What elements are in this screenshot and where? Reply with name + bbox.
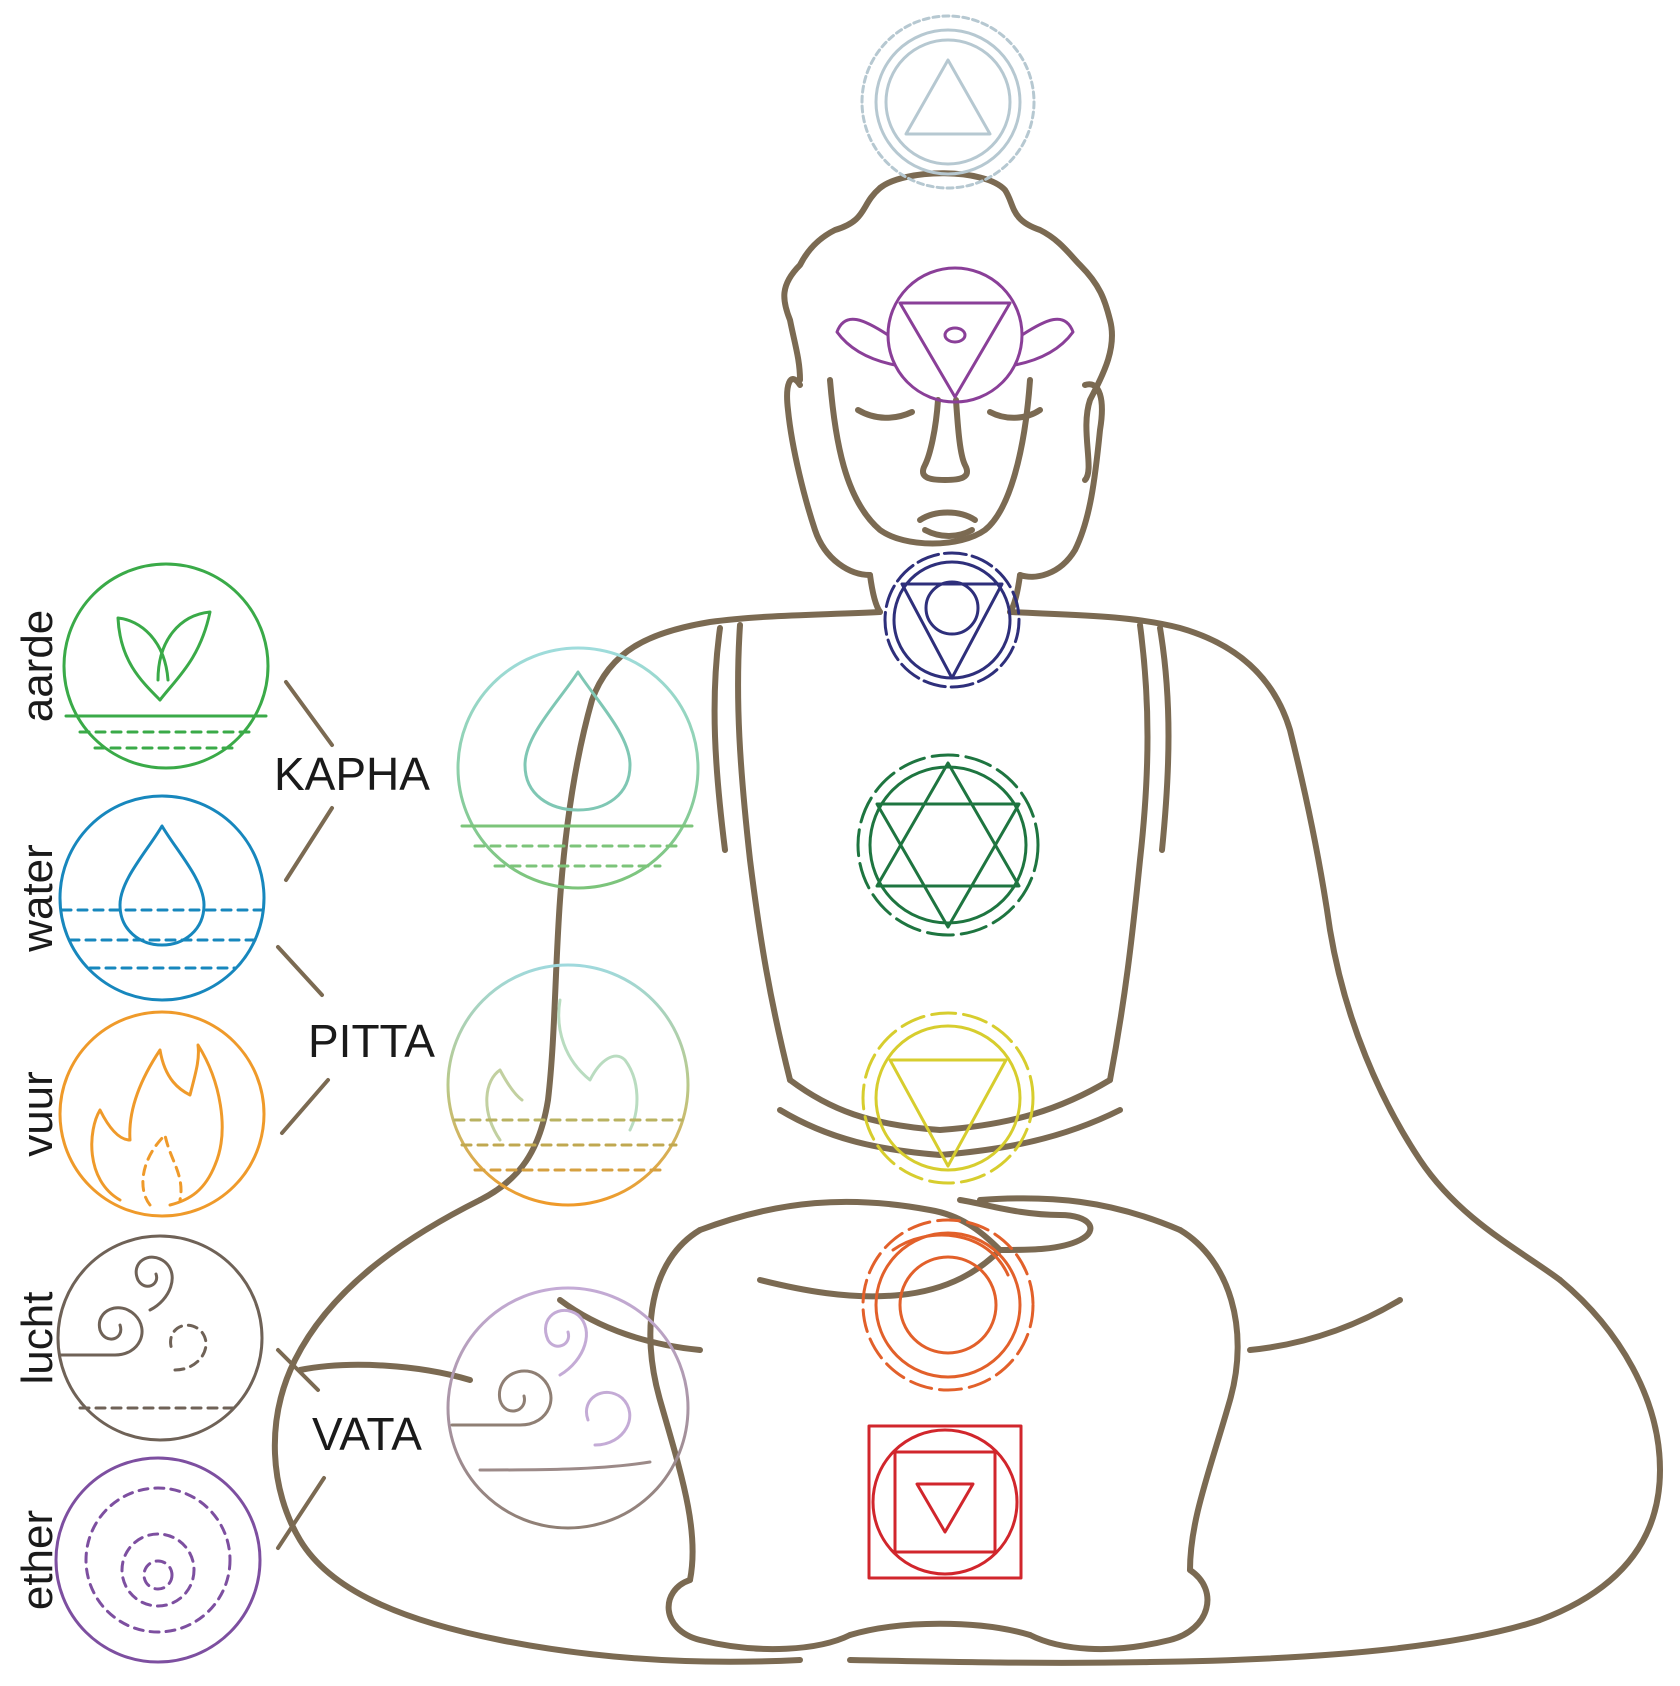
element-vuur: vuur [13,1010,266,1218]
flame-icon [90,1043,224,1207]
root-chakra-icon [867,1424,1023,1580]
vata-icon [446,1286,690,1530]
pitta-icon [446,963,690,1207]
element-label-aarde: aarde [13,610,62,723]
wind-icon [58,1255,242,1410]
meditating-buddha-outline [271,170,1663,1666]
water-drop-icon [60,824,264,970]
spiral-icon [84,1486,232,1634]
heart-chakra-icon [856,753,1040,937]
throat-chakra-icon [883,551,1021,689]
dosha-label-kapha: KAPHA [274,748,430,800]
sacral-chakra-icon [861,1218,1035,1392]
dosha-label-pitta: PITTA [308,1015,435,1067]
third-eye-chakra-icon [835,266,1075,404]
element-ether: ether [13,1456,262,1664]
element-aarde: aarde [13,562,270,770]
solar-plexus-chakra-icon [861,1011,1035,1185]
element-water: water [13,794,266,1002]
element-lucht: lucht [13,1234,264,1442]
element-label-lucht: lucht [13,1292,62,1385]
leaf-icon [64,610,268,750]
kapha-icon [456,646,700,890]
element-label-water: water [13,844,62,953]
dosha-label-vata: VATA [312,1408,422,1460]
crown-chakra-icon [860,14,1036,190]
element-label-ether: ether [13,1510,62,1610]
element-label-vuur: vuur [13,1071,62,1157]
connector-lines [276,680,334,1550]
